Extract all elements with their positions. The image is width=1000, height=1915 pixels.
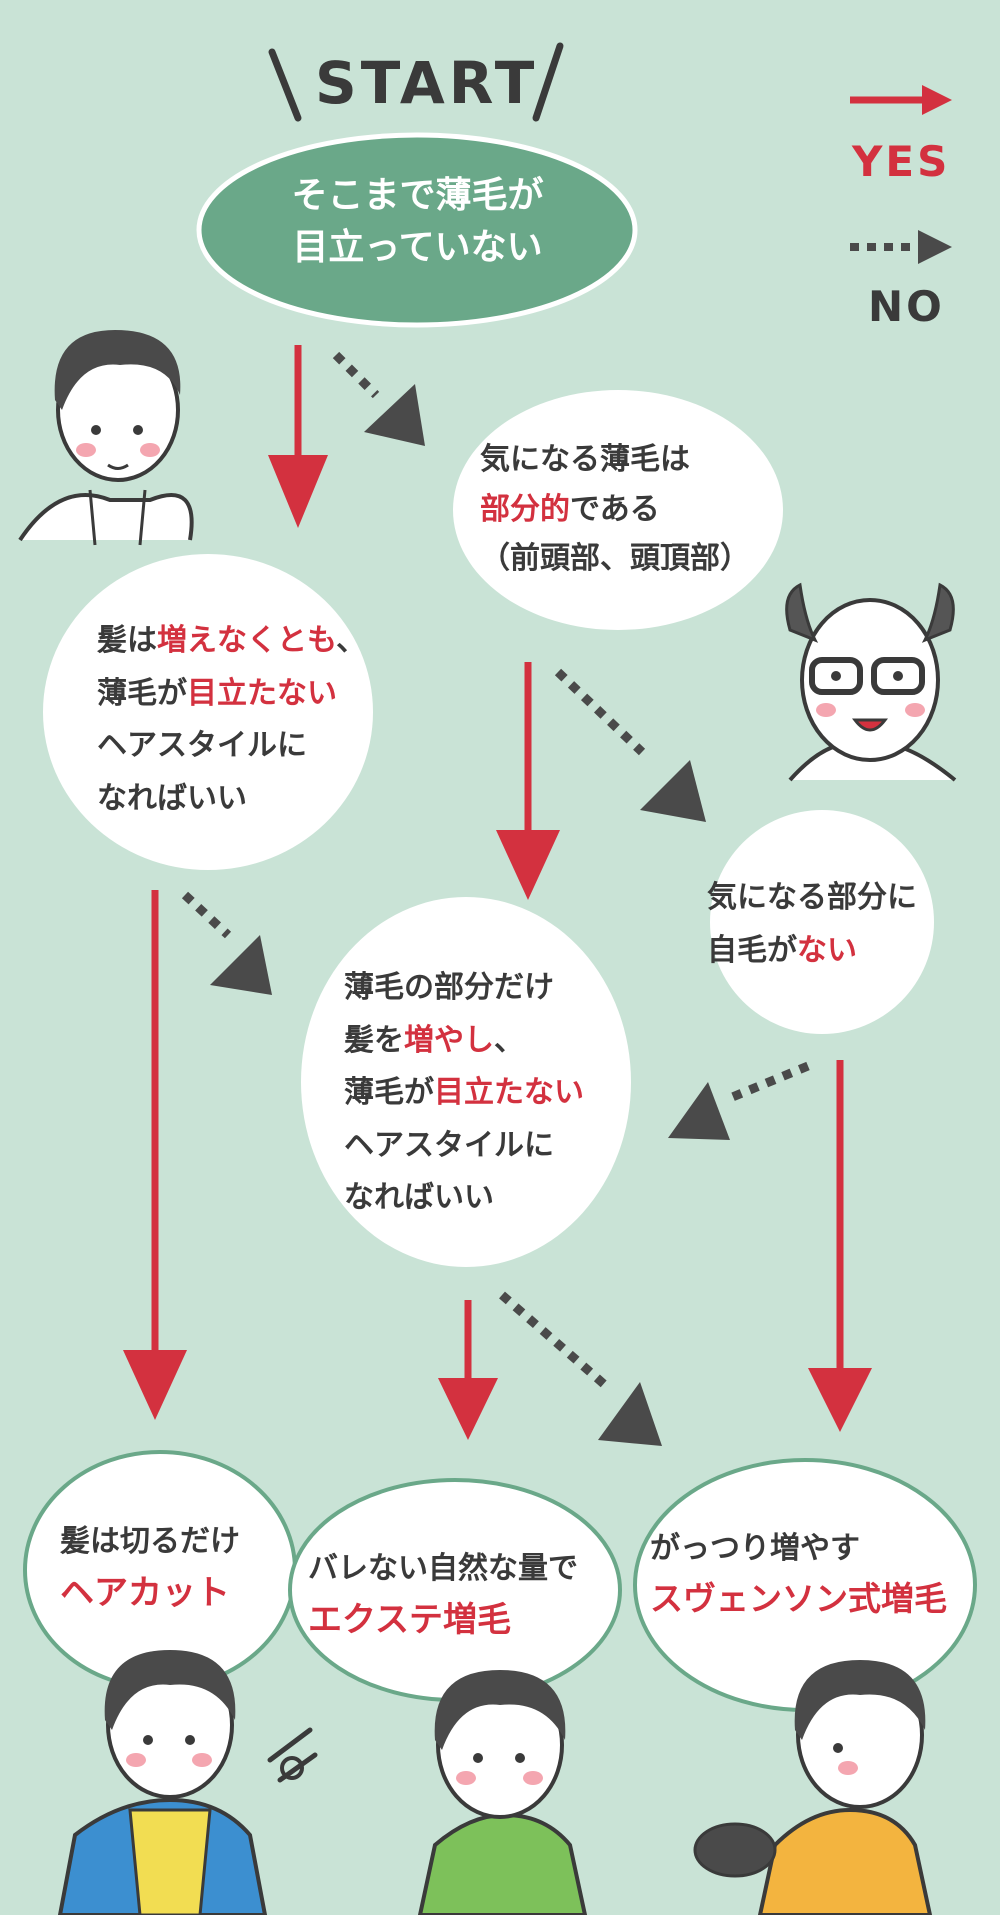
start-text: そこまで薄毛が 目立っていない [275, 170, 560, 274]
node-no-increase-line1-b: 、 [336, 623, 367, 658]
bald-man-illustration [785, 582, 957, 782]
extension-person-illustration [417, 1670, 588, 1915]
node-partial-increase-line3-a: 薄毛が [344, 1075, 434, 1110]
node-own-hair-line1: 気になる部分に [707, 880, 917, 915]
node-partial-bubble [453, 390, 783, 630]
start-slash-left [268, 48, 302, 122]
result-extension-line2: エクステ増毛 [308, 1600, 511, 1640]
result-svenson-line1: がっつり増やす [650, 1531, 860, 1566]
node-partial-line2-red: 部分的 [480, 491, 570, 527]
yes-arrows [123, 345, 872, 1440]
node-partial-increase-line5: なればいい [344, 1180, 494, 1215]
legend-no-arrow-icon [918, 230, 952, 264]
result-extension-text: バレない自然な量で エクステ増毛 [308, 1545, 578, 1647]
node-partial-line2-rest: である [570, 491, 660, 527]
legend-yes-arrow-icon [922, 85, 952, 115]
node-no-increase-line2-a: 薄毛が [97, 675, 187, 711]
node-partial-increase-text: 薄毛の部分だけ 髪を増やし、 薄毛が目立たない ヘアスタイルに なればいい [344, 962, 584, 1225]
node-no-increase-line1-a: 髪は [97, 623, 157, 658]
node-partial-text: 気になる薄毛は 部分的である （前頭部、頭頂部） [480, 435, 750, 584]
svenson-person-illustration [693, 1660, 933, 1915]
node-own-hair-line2-red: ない [797, 932, 857, 968]
node-no-increase-line2-red: 目立たない [187, 675, 337, 711]
result-svenson-line2: スヴェンソン式増毛 [650, 1579, 947, 1618]
node-partial-line3: （前頭部、頭頂部） [480, 541, 750, 576]
node-own-hair-line2-a: 自毛が [707, 932, 797, 968]
start-text-line2: 目立っていない [292, 227, 543, 269]
result-haircut-text: 髪は切るだけ ヘアカット [60, 1518, 240, 1620]
start-text-line1: そこまで薄毛が [291, 175, 544, 216]
start-slash-right [532, 42, 564, 122]
node-partial-increase-line4: ヘアスタイルに [344, 1127, 554, 1163]
node-partial-line2: 部分的である [480, 485, 750, 535]
node-partial-increase-line3-red: 目立たない [434, 1075, 584, 1110]
node-partial-increase-line2: 髪を増やし、 [344, 1015, 584, 1068]
haircut-person-illustration [57, 1650, 318, 1915]
result-extension-line1: バレない自然な量で [308, 1551, 578, 1586]
start-label: START [315, 49, 539, 117]
legend-no-label: NO [868, 282, 945, 331]
result-haircut-line1: 髪は切るだけ [60, 1524, 240, 1559]
node-no-increase-line2: 薄毛が目立たない [97, 668, 366, 721]
start-bubble [196, 132, 638, 328]
young-man-illustration [18, 330, 194, 546]
node-partial-increase-line2-a: 髪を [344, 1022, 404, 1058]
node-own-hair-text: 気になる部分に 自毛がない [707, 872, 917, 977]
node-no-increase-line3: ヘアスタイルに [97, 728, 307, 763]
node-partial-increase-line3: 薄毛が目立たない [344, 1067, 584, 1120]
node-partial-increase-bubble [301, 897, 631, 1267]
node-no-increase-line4: なればいい [97, 780, 247, 816]
no-arrows [181, 351, 810, 1446]
node-partial-increase-line2-b: 、 [494, 1022, 524, 1058]
result-haircut-line2: ヘアカット [60, 1573, 230, 1613]
node-partial-line1: 気になる薄毛は [480, 442, 690, 477]
node-own-hair-line2: 自毛がない [707, 925, 917, 978]
node-no-increase-text: 髪は増えなくとも、 薄毛が目立たない ヘアスタイルに なればいい [97, 615, 366, 825]
legend-yes-label: YES [852, 137, 951, 186]
node-partial-increase-line1: 薄毛の部分だけ [344, 970, 554, 1005]
node-no-increase-bubble [43, 554, 373, 870]
node-no-increase-line1: 髪は増えなくとも、 [97, 615, 366, 668]
node-no-increase-line1-red: 増えなくとも [157, 623, 337, 658]
node-own-hair-bubble [710, 810, 934, 1034]
result-svenson-text: がっつり増やす スヴェンソン式増毛 [650, 1525, 947, 1626]
node-partial-increase-line2-red: 増やし [404, 1022, 494, 1058]
